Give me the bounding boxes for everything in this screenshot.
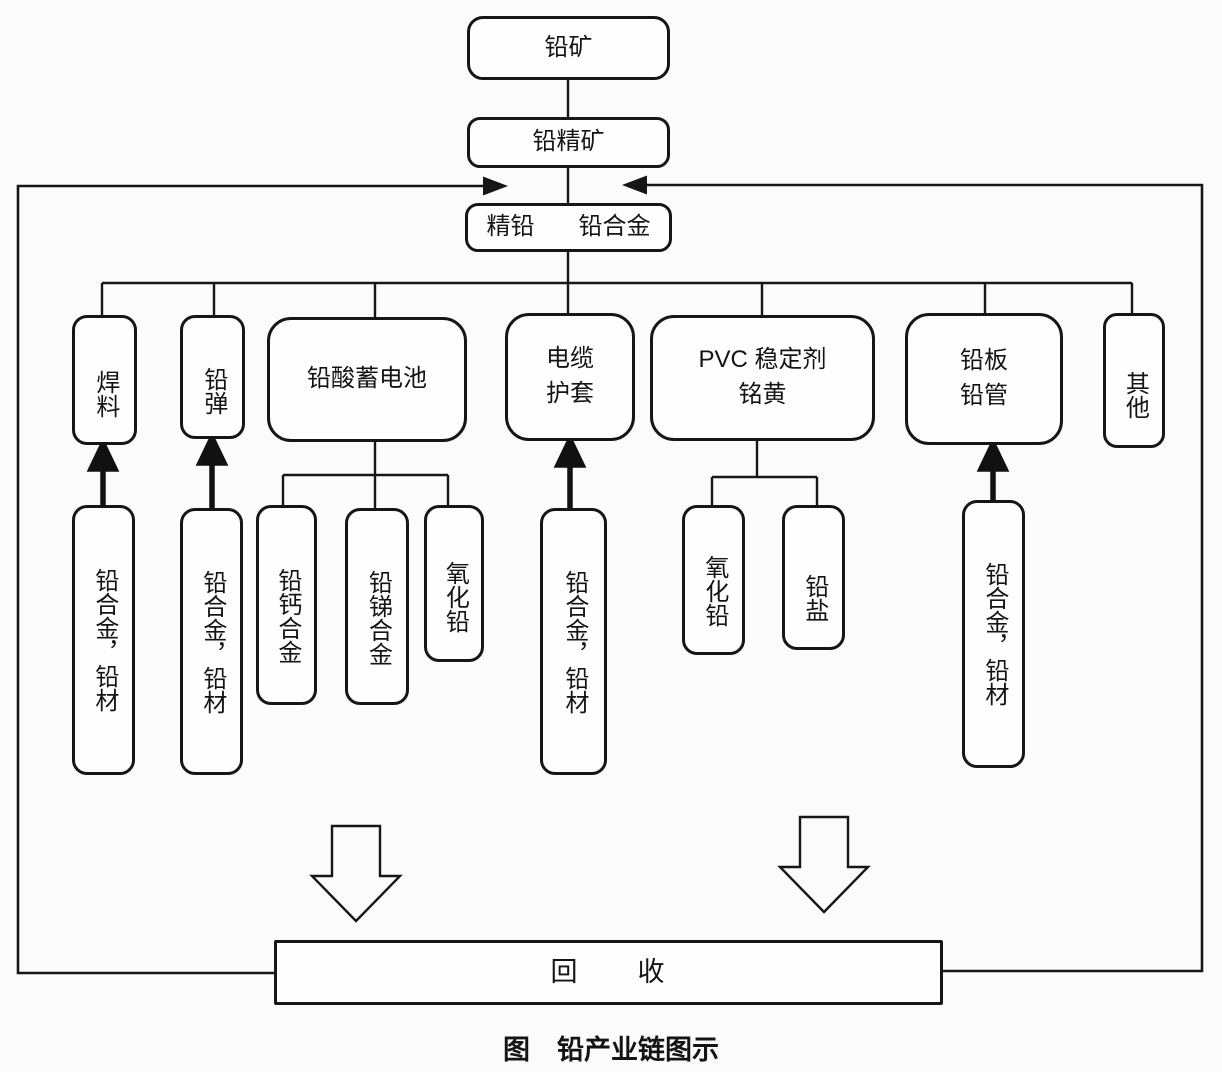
feedback-loop-right [622, 175, 1204, 973]
node-lead-calcium-alloy: 铅钙合金 [256, 505, 317, 705]
node-label: 铅锑合金 [364, 569, 392, 666]
node-label: 铅合金 [578, 213, 651, 241]
node-lead-salt: 铅盐 [782, 505, 845, 650]
node-cable-sheath: 电缆 护套 [505, 313, 635, 441]
block-arrow-down-icon [777, 815, 871, 914]
node-solder: 焊料 [72, 315, 137, 445]
arrowhead-left-icon [622, 175, 647, 195]
node-label: 铅矿 [544, 33, 593, 61]
block-arrow-down-icon [309, 824, 403, 923]
node-lead-alloy-material-1: 铅合金，铅材 [72, 505, 135, 775]
node-label: 铅盐 [800, 573, 828, 622]
node-label: 铅精矿 [532, 128, 605, 156]
arrow-up-icon [976, 437, 1010, 472]
node-label: 电缆 护套 [546, 345, 594, 407]
node-refined-lead-alloy: 精铅 铅合金 [465, 203, 672, 252]
node-label: 氧化铅 [700, 555, 728, 627]
material-arrows [86, 431, 1010, 514]
node-label: 铅钙合金 [273, 568, 301, 664]
node-pvc-stabilizer: PVC 稳定剂 铭黄 [650, 315, 875, 441]
node-label: 焊料 [91, 370, 119, 418]
node-label: 回 收 [550, 956, 667, 987]
arrow-up-icon [86, 437, 120, 472]
node-lead-bullet: 铅弹 [180, 315, 245, 439]
node-lead-alloy-material-2: 铅合金，铅材 [180, 508, 243, 775]
arrow-up-icon [553, 433, 587, 468]
node-label: 铅合金，铅材 [90, 568, 118, 712]
node-other: 其他 [1103, 313, 1165, 448]
node-label: 铅合金，铅材 [560, 569, 588, 714]
node-lead-alloy-material-4: 铅合金，铅材 [962, 500, 1025, 768]
figure-caption: 图 铅产业链图示 [503, 1035, 719, 1065]
node-label: 铅板 铅管 [960, 347, 1008, 409]
arrow-up-icon [195, 431, 229, 466]
node-lead-acid-battery: 铅酸蓄电池 [267, 317, 467, 442]
node-lead-concentrate: 铅精矿 [467, 117, 670, 168]
node-lead-alloy-material-3: 铅合金，铅材 [540, 508, 607, 775]
node-lead-oxide-battery: 氧化铅 [424, 505, 484, 662]
recycle-block-arrows [309, 815, 871, 923]
node-label: 铅酸蓄电池 [307, 365, 427, 393]
feedback-loop-left [16, 176, 508, 975]
node-label: 氧化铅 [441, 560, 469, 633]
node-label: 铅合金，铅材 [198, 569, 226, 714]
arrowhead-right-icon [483, 176, 508, 196]
node-lead-ore: 铅矿 [467, 16, 670, 80]
node-label: 精铅 [486, 213, 535, 241]
node-lead-oxide-pvc: 氧化铅 [682, 505, 745, 655]
node-label: 其他 [1121, 370, 1149, 419]
node-label: PVC 稳定剂 铭黄 [698, 346, 827, 408]
tree-connectors [100, 80, 1134, 508]
node-label: 铅合金，铅材 [980, 562, 1008, 706]
node-recycle: 回 收 [274, 940, 943, 1005]
node-lead-antimony-alloy: 铅锑合金 [345, 508, 409, 705]
node-label: 铅弹 [199, 367, 227, 415]
node-lead-plate-pipe: 铅板 铅管 [905, 313, 1063, 445]
